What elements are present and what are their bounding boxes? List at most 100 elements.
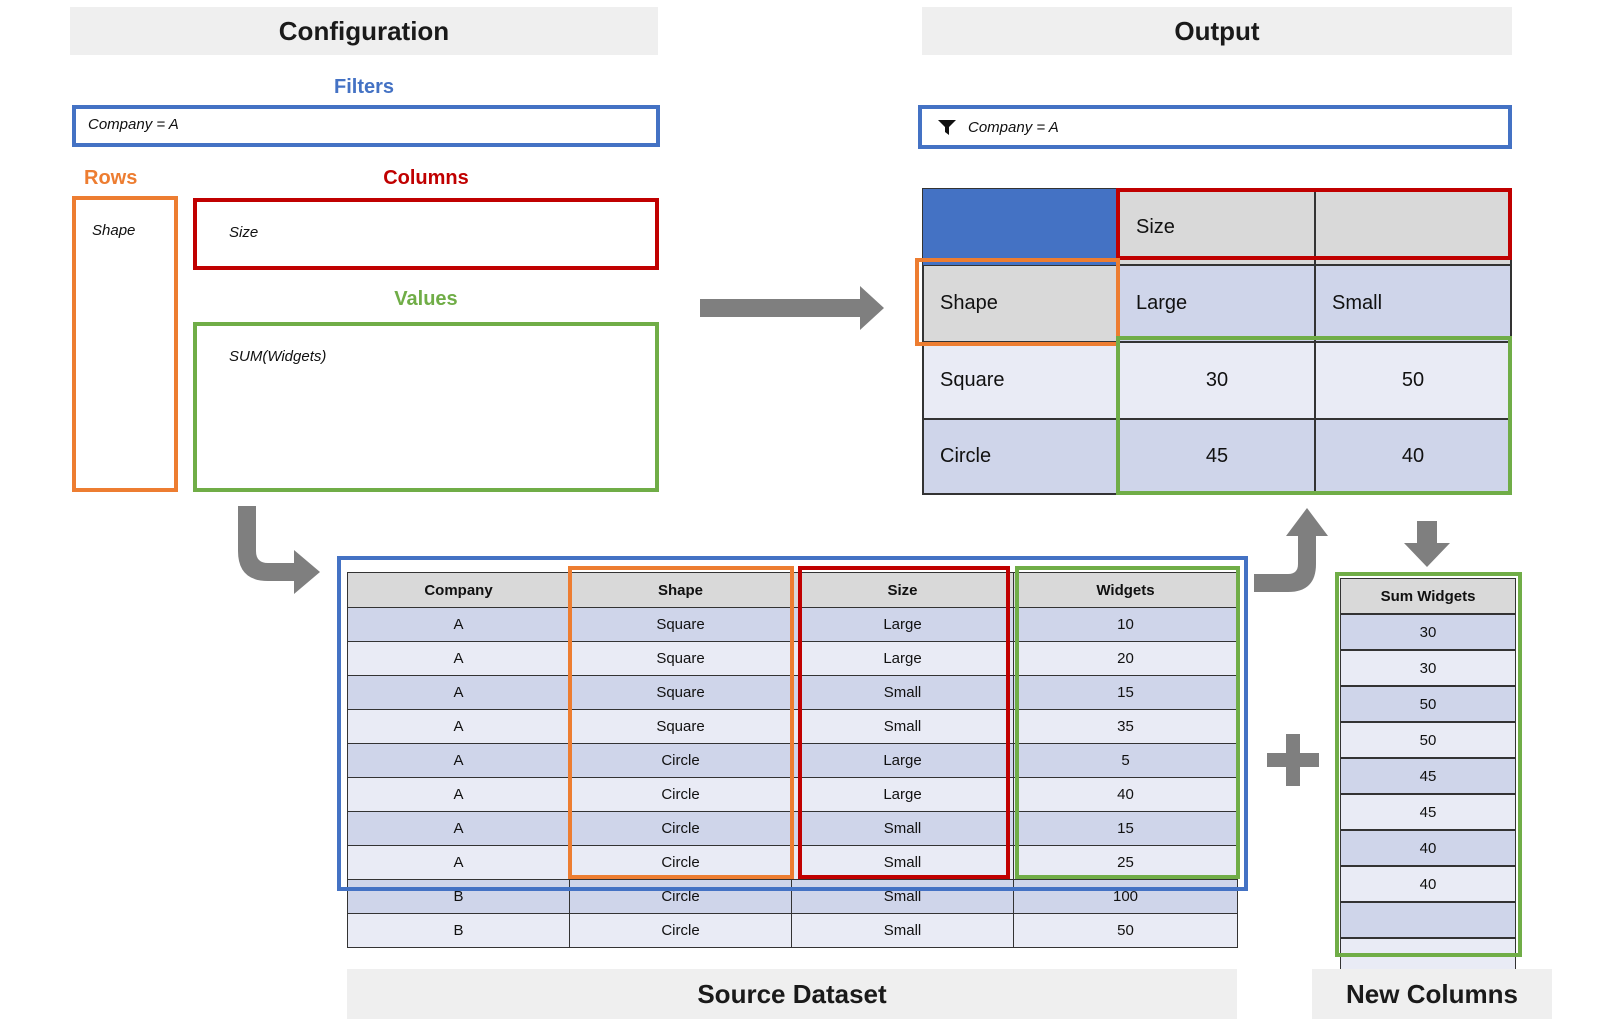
filters-label: Filters	[333, 76, 395, 98]
rows-value: Shape	[92, 222, 136, 239]
list-item: 50	[1340, 722, 1516, 758]
table-cell: Small	[791, 811, 1014, 846]
pivot-row-field: Shape	[923, 265, 1119, 342]
table-cell: 50	[1013, 913, 1238, 948]
list-item: 30	[1340, 614, 1516, 650]
columns-value: Size	[229, 224, 259, 241]
pivot-col-field: Size	[1119, 189, 1315, 265]
pivot-value: 40	[1315, 419, 1511, 494]
pivot-value: 50	[1315, 342, 1511, 419]
table-cell: Large	[791, 743, 1014, 778]
table-cell: Circle	[569, 777, 792, 812]
table-cell: A	[347, 641, 570, 676]
list-item: 45	[1340, 794, 1516, 830]
plus-icon	[1267, 734, 1319, 786]
table-cell: Small	[791, 879, 1014, 914]
pivot-rows-highlight	[915, 258, 1120, 346]
new-column-header: Sum Widgets	[1340, 578, 1516, 614]
table-cell: A	[347, 777, 570, 812]
table-cell: Small	[791, 709, 1014, 744]
bent-arrow-icon	[238, 506, 320, 594]
values-box[interactable]: SUM(Widgets)	[193, 322, 659, 492]
columns-box[interactable]: Size	[193, 198, 659, 270]
source-header: Widgets	[1013, 572, 1238, 608]
shape-column-highlight	[568, 566, 794, 879]
down-arrow-icon	[1404, 521, 1450, 567]
pivot-values-highlight	[1116, 336, 1512, 495]
pivot-value: 45	[1119, 419, 1315, 494]
table-cell: Large	[791, 641, 1014, 676]
table-cell: 10	[1013, 607, 1238, 642]
output-filter-value: Company = A	[968, 118, 1059, 136]
table-cell: Square	[569, 607, 792, 642]
table-cell: Small	[791, 675, 1014, 710]
output-filter-box[interactable]: Company = A	[918, 105, 1512, 149]
table-cell: Square	[569, 675, 792, 710]
list-item: 40	[1340, 830, 1516, 866]
table-cell: A	[347, 743, 570, 778]
output-title: Output	[922, 7, 1512, 55]
values-label: Values	[394, 288, 458, 310]
table-cell: B	[347, 913, 570, 948]
table-cell: 20	[1013, 641, 1238, 676]
rows-box[interactable]: Shape	[72, 196, 178, 492]
table-cell: Large	[791, 777, 1014, 812]
table-cell: Small	[791, 913, 1014, 948]
table-cell: Circle	[569, 845, 792, 880]
table-cell: 40	[1013, 777, 1238, 812]
pivot-col-header: Large	[1119, 265, 1315, 342]
table-cell: Small	[791, 845, 1014, 880]
table-cell: 25	[1013, 845, 1238, 880]
table-cell: 35	[1013, 709, 1238, 744]
right-arrow-icon	[700, 286, 884, 330]
source-dataset-title: Source Dataset	[347, 969, 1237, 1019]
new-columns-table: Sum Widgets 30 30 50 50 45 45 40 40	[1340, 578, 1516, 974]
filter-value: Company = A	[88, 116, 179, 133]
pivot-columns-highlight	[1116, 188, 1512, 260]
bent-arrow-icon	[1254, 508, 1328, 592]
list-item: 50	[1340, 686, 1516, 722]
table-cell: B	[347, 879, 570, 914]
table-cell: Circle	[569, 743, 792, 778]
new-columns-title: New Columns	[1312, 969, 1552, 1019]
configuration-title: Configuration	[70, 7, 658, 55]
pivot-corner	[923, 189, 1119, 265]
pivot-row-label: Square	[923, 342, 1119, 419]
values-value: SUM(Widgets)	[229, 348, 327, 365]
table-cell: Large	[791, 607, 1014, 642]
table-cell: A	[347, 811, 570, 846]
pivot-row-label: Circle	[923, 419, 1119, 494]
pivot-table: Size Shape Large Small Square 30 50 Circ…	[922, 188, 1512, 495]
widgets-column-highlight	[1015, 566, 1240, 879]
table-cell: A	[347, 709, 570, 744]
table-cell: Circle	[569, 913, 792, 948]
filters-box[interactable]: Company = A	[72, 105, 660, 147]
list-item	[1340, 902, 1516, 938]
filtered-rows-highlight	[337, 556, 1248, 891]
table-cell: 100	[1013, 879, 1238, 914]
size-column-highlight	[798, 566, 1010, 879]
source-header: Size	[791, 572, 1014, 608]
table-cell: 15	[1013, 811, 1238, 846]
source-header-row: Company Shape Size Widgets	[347, 572, 1238, 608]
pivot-value: 30	[1119, 342, 1315, 419]
source-header: Shape	[569, 572, 792, 608]
table-cell: Circle	[569, 879, 792, 914]
columns-label: Columns	[383, 167, 469, 189]
list-item: 40	[1340, 866, 1516, 902]
pivot-col-header: Small	[1315, 265, 1511, 342]
table-cell: 15	[1013, 675, 1238, 710]
new-columns-highlight	[1335, 572, 1522, 957]
list-item: 30	[1340, 650, 1516, 686]
rows-label: Rows	[84, 167, 138, 189]
filter-icon[interactable]	[938, 118, 956, 136]
